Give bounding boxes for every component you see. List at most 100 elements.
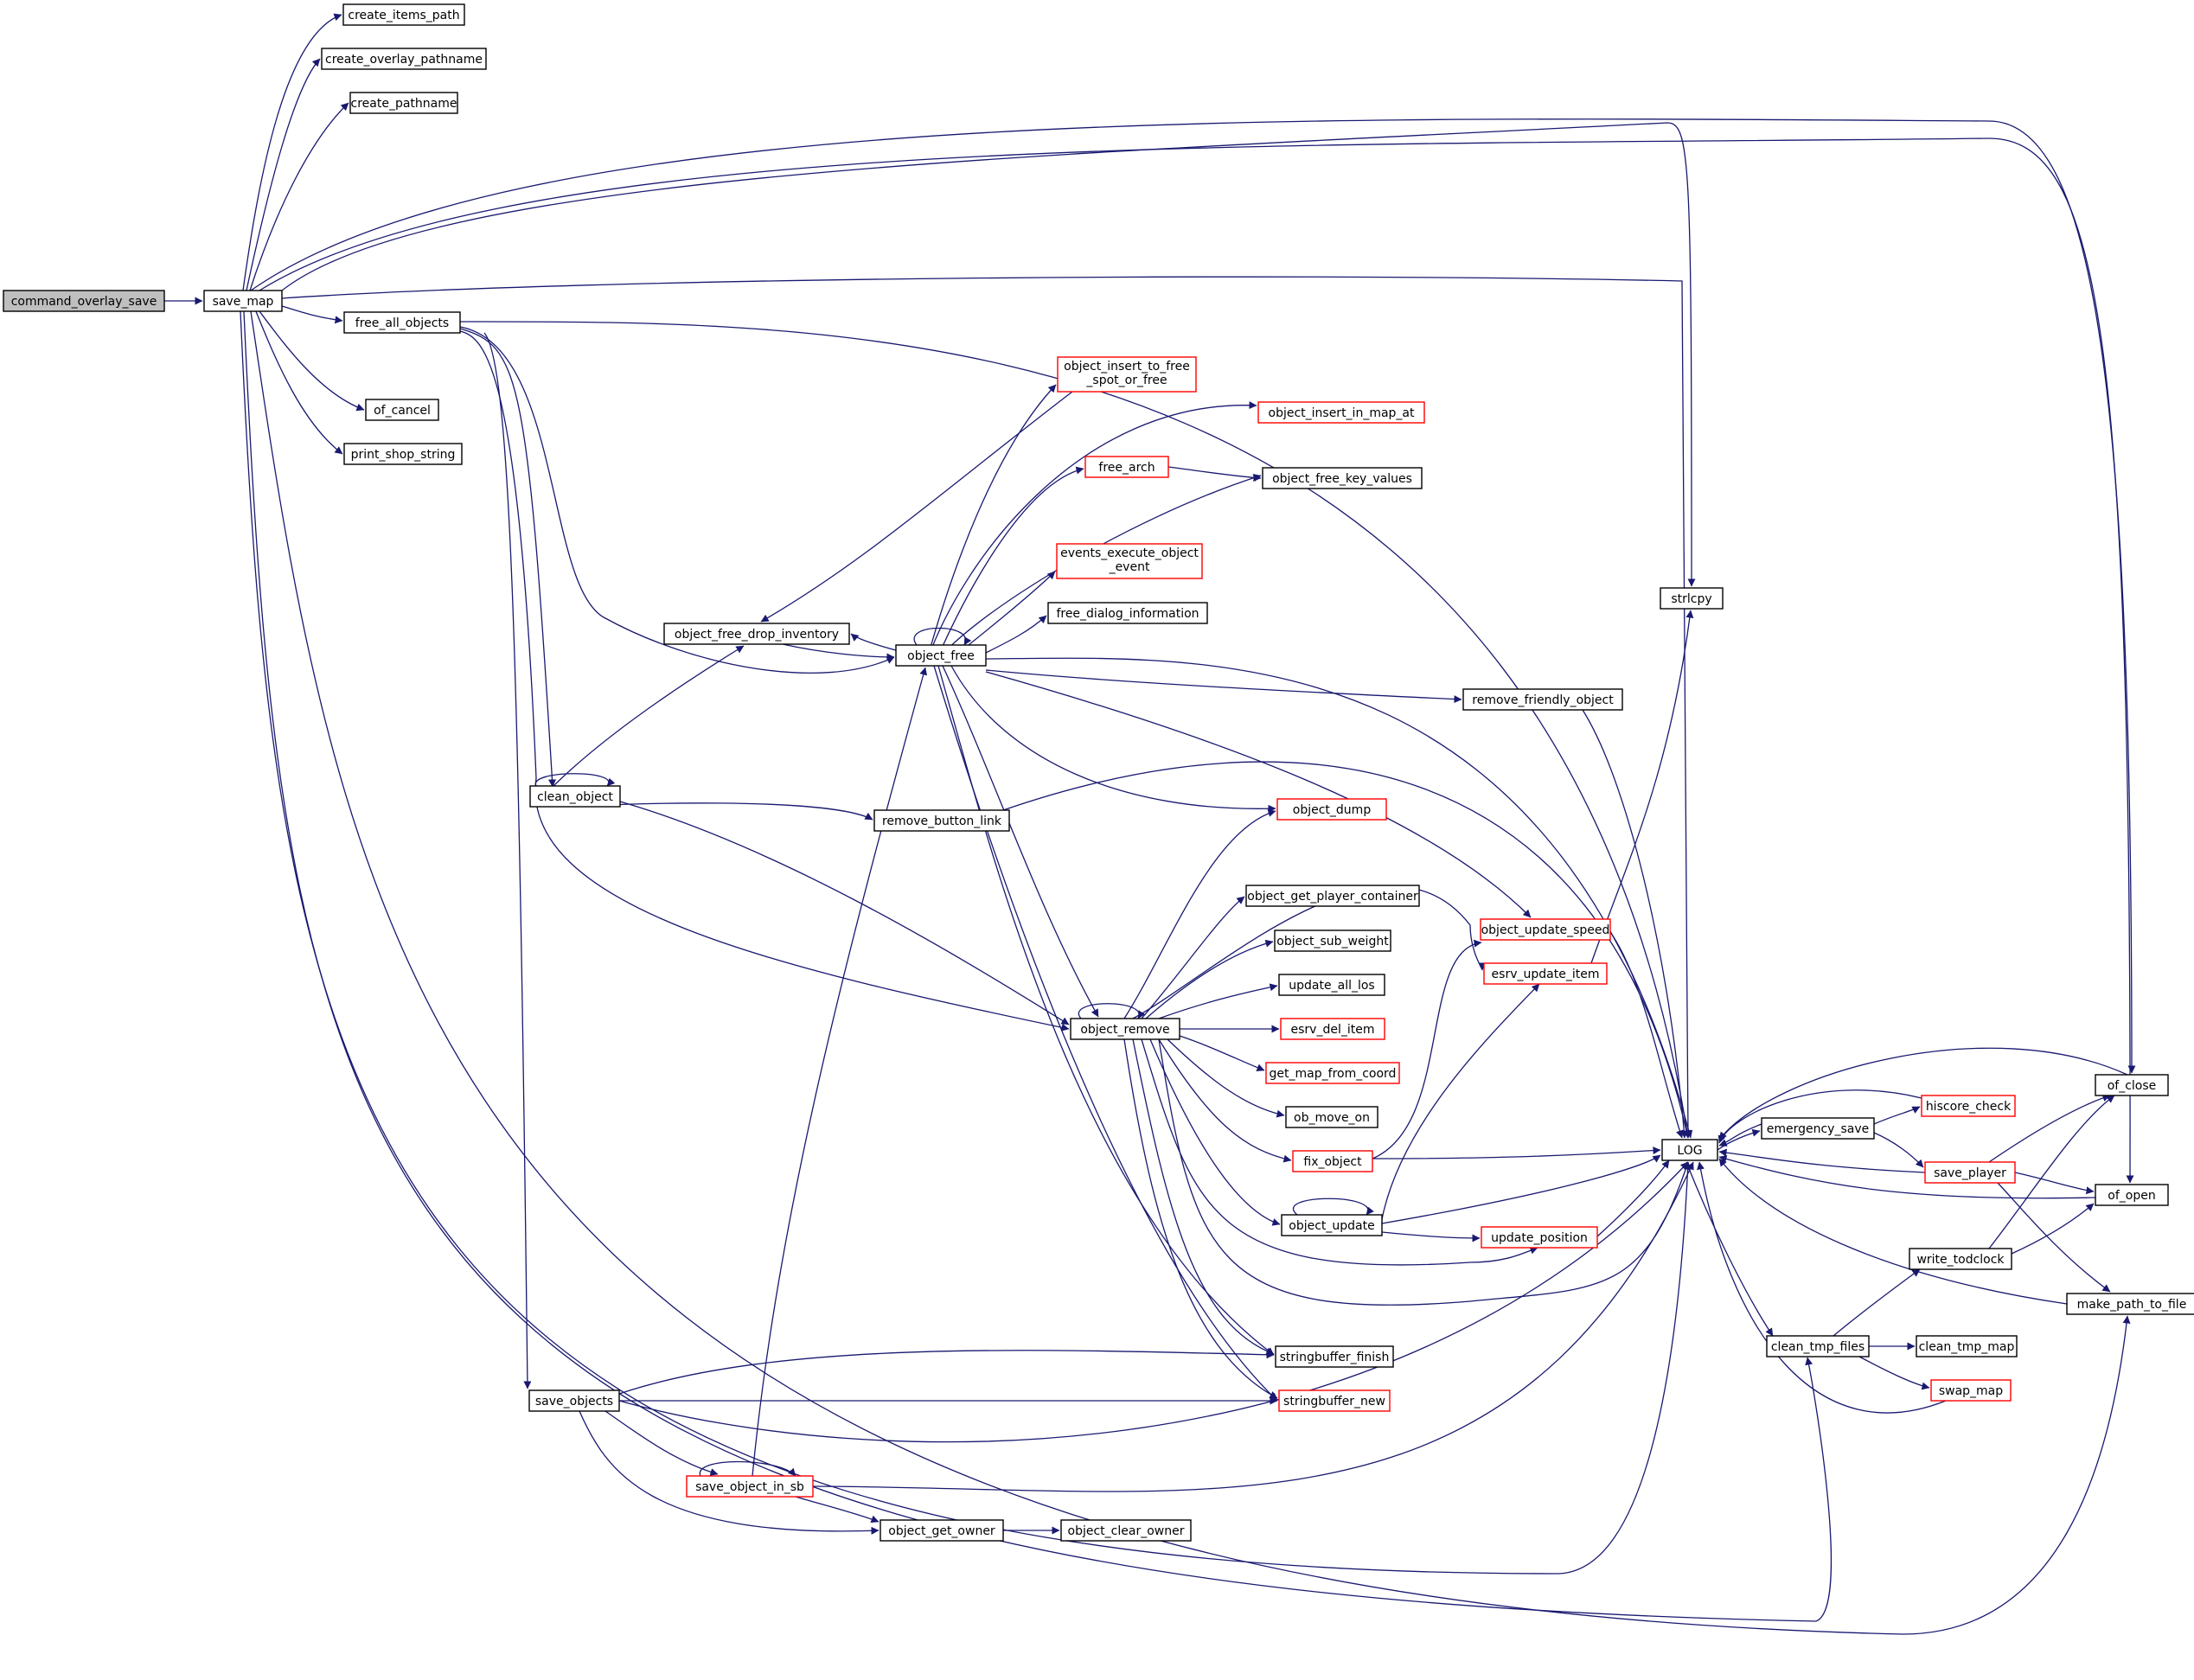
node-save-objects[interactable]: save_objects	[528, 1389, 620, 1412]
node-esrv-del-item[interactable]: esrv_del_item	[1280, 1018, 1385, 1040]
node-object-free-drop-inventory[interactable]: object_free_drop_inventory	[663, 623, 850, 645]
node-box	[1257, 401, 1425, 424]
node-box	[1265, 1062, 1400, 1084]
call-edge	[1372, 1147, 1661, 1159]
node-box	[895, 644, 987, 667]
node-box	[1292, 1150, 1373, 1172]
call-edge	[459, 321, 1692, 1139]
call-edge	[985, 671, 1532, 918]
call-edge	[619, 801, 1070, 1025]
node-label: object_clear_owner	[1068, 1524, 1185, 1538]
node-label: events_execute_object_event	[1060, 546, 1199, 574]
node-stringbuffer-new[interactable]: stringbuffer_new	[1278, 1389, 1391, 1412]
node-print-shop-string[interactable]: print_shop_string	[343, 443, 463, 465]
node-remove-button-link[interactable]: remove_button_link	[873, 809, 1010, 832]
node-of-close[interactable]: of_close	[2095, 1074, 2169, 1096]
call-edge	[249, 102, 349, 291]
call-edge	[795, 1496, 880, 1523]
node-label: remove_friendly_object	[1472, 693, 1614, 707]
call-edge	[1988, 1095, 2115, 1249]
node-object-remove[interactable]: object_remove	[1070, 1018, 1180, 1040]
node-object-dump[interactable]: object_dump	[1276, 798, 1387, 821]
node-box	[1278, 1389, 1391, 1412]
node-label: esrv_update_item	[1492, 968, 1600, 981]
call-edge	[1141, 896, 1245, 1019]
node-box	[1278, 974, 1385, 996]
node-label: of_close	[2108, 1079, 2157, 1093]
node-box	[1280, 1018, 1385, 1040]
node-label: update_position	[1491, 1231, 1588, 1245]
node-label-line: object_insert_to_free	[1064, 360, 1190, 374]
node-label: clean_tmp_files	[1771, 1340, 1865, 1354]
nodes-layer: command_overlay_save save_map create_items…	[3, 3, 2194, 1542]
node-create-overlay-pathname[interactable]: create_overlay_pathname	[321, 48, 487, 70]
call-edge	[1590, 610, 1694, 964]
node-remove-friendly-object[interactable]: remove_friendly_object	[1462, 688, 1623, 711]
call-edge	[913, 627, 972, 646]
node-write-todclock[interactable]: write_todclock	[1909, 1248, 2012, 1270]
node-label: of_cancel	[374, 404, 431, 418]
call-edge	[1381, 1231, 1481, 1242]
call-edge	[618, 1350, 1275, 1395]
node-fix-object[interactable]: fix_object	[1292, 1150, 1373, 1172]
node-object-get-owner[interactable]: object_get_owner	[880, 1519, 1004, 1542]
node-object-insert-to-free-spot-or-free[interactable]: object_insert_to_free_spot_or_free	[1057, 356, 1197, 393]
node-clean-object[interactable]: clean_object	[529, 785, 621, 808]
node-save-player[interactable]: save_player	[1924, 1161, 2016, 1184]
node-box	[1275, 1345, 1394, 1368]
node-command-overlay-save[interactable]: command_overlay_save	[3, 290, 165, 312]
node-strlcpy[interactable]: strlcpy	[1660, 587, 1724, 610]
node-object-insert-in-map-at[interactable]: object_insert_in_map_at	[1257, 401, 1425, 424]
node-label: create_overlay_pathname	[325, 53, 483, 67]
node-object-update-speed[interactable]: object_update_speed	[1480, 918, 1611, 941]
node-box	[342, 3, 465, 26]
node-make-path-to-file[interactable]: make_path_to_file	[2066, 1293, 2194, 1315]
node-save-object-in-sb[interactable]: save_object_in_sb	[686, 1475, 814, 1498]
node-save-map[interactable]: save_map	[203, 290, 283, 312]
node-clean-tmp-map[interactable]: clean_tmp_map	[1916, 1335, 2018, 1357]
node-clean-tmp-files[interactable]: clean_tmp_files	[1766, 1335, 1870, 1357]
call-edge	[850, 633, 897, 651]
node-object-get-player-container[interactable]: object_get_player_container	[1245, 885, 1420, 907]
node-object-free-key-values[interactable]: object_free_key_values	[1262, 467, 1423, 489]
node-LOG[interactable]: LOG	[1661, 1139, 1718, 1161]
node-ob-move-on[interactable]: ob_move_on	[1285, 1106, 1378, 1128]
node-create-items-path[interactable]: create_items_path	[342, 3, 465, 26]
call-edge	[933, 466, 1084, 667]
call-edge	[985, 657, 1693, 1139]
node-label-line: _spot_or_free	[1085, 374, 1167, 387]
node-of-open[interactable]: of_open	[2095, 1184, 2169, 1206]
node-of-cancel[interactable]: of_cancel	[365, 399, 439, 421]
node-label: object_dump	[1293, 803, 1372, 817]
node-label: save_object_in_sb	[695, 1480, 804, 1494]
node-swap-map[interactable]: swap_map	[1930, 1379, 2012, 1402]
call-edge	[1988, 1094, 2111, 1163]
node-box	[1281, 1214, 1383, 1236]
node-update-position[interactable]: update_position	[1481, 1226, 1598, 1249]
node-create-pathname[interactable]: create_pathname	[349, 92, 458, 114]
node-free-dialog-information[interactable]: free_dialog_information	[1047, 602, 1208, 624]
node-stringbuffer-finish[interactable]: stringbuffer_finish	[1275, 1345, 1394, 1368]
node-box	[1909, 1248, 2012, 1270]
node-free-all-objects[interactable]: free_all_objects	[343, 311, 461, 334]
node-object-free[interactable]: object_free	[895, 644, 987, 667]
node-box	[365, 399, 439, 421]
node-hiscore-check[interactable]: hiscore_check	[1921, 1095, 2016, 1117]
node-label: swap_map	[1939, 1384, 2003, 1398]
call-edge	[1002, 761, 1691, 1139]
node-get-map-from-coord[interactable]: get_map_from_coord	[1265, 1062, 1400, 1084]
node-esrv-update-item[interactable]: esrv_update_item	[1483, 962, 1608, 985]
node-free-arch[interactable]: free_arch	[1084, 456, 1169, 478]
node-object-update[interactable]: object_update	[1281, 1214, 1383, 1236]
node-update-all-los[interactable]: update_all_los	[1278, 974, 1385, 996]
node-label: object_insert_to_free_spot_or_free	[1064, 360, 1190, 387]
node-box	[1070, 1018, 1180, 1040]
node-object-sub-weight[interactable]: object_sub_weight	[1274, 929, 1391, 952]
call-edge	[1141, 1038, 1538, 1266]
node-events-execute-object-event[interactable]: events_execute_object_event	[1056, 543, 1203, 579]
node-box	[528, 1389, 620, 1412]
node-label: save_player	[1934, 1166, 2006, 1180]
node-emergency-save[interactable]: emergency_save	[1761, 1117, 1875, 1140]
node-box	[1766, 1335, 1870, 1357]
node-object-clear-owner[interactable]: object_clear_owner	[1060, 1519, 1192, 1542]
